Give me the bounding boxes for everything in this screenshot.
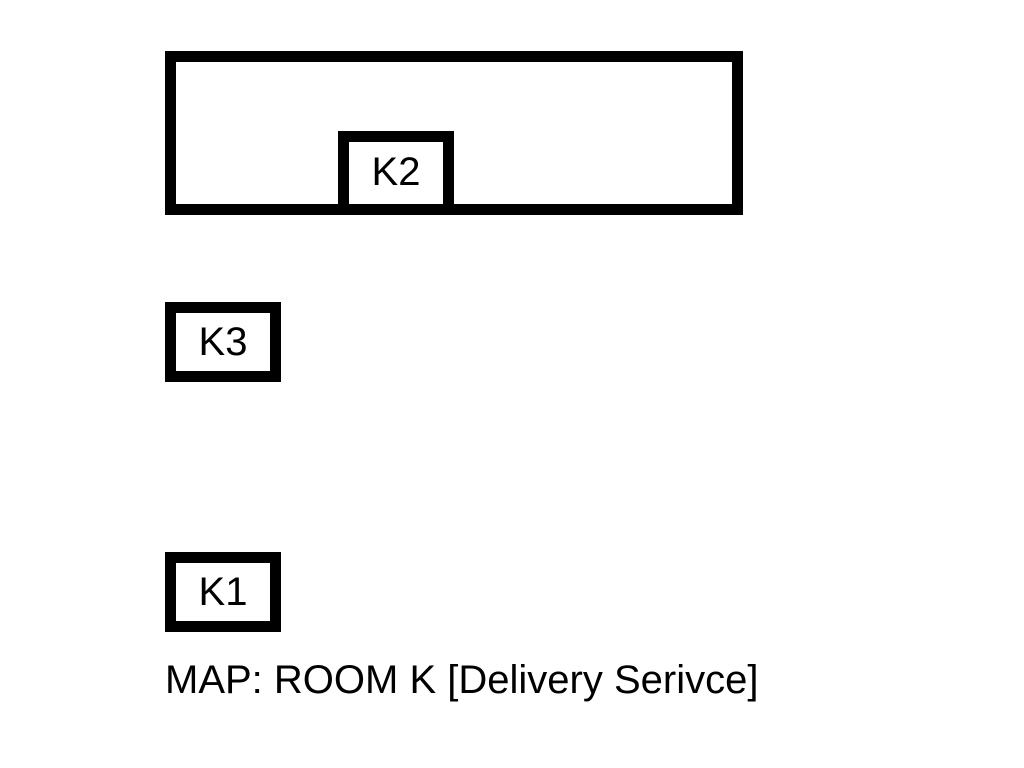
room-k1[interactable]: K1 — [165, 552, 281, 632]
room-k1-label: K1 — [198, 570, 248, 614]
map-caption: MAP: ROOM K [Delivery Serivce] — [165, 658, 759, 702]
room-k2-label: K2 — [371, 150, 421, 195]
room-k3[interactable]: K3 — [165, 302, 281, 382]
room-k3-label: K3 — [198, 320, 248, 364]
room-k2[interactable]: K2 — [338, 131, 454, 204]
room-main-outline — [165, 51, 743, 215]
